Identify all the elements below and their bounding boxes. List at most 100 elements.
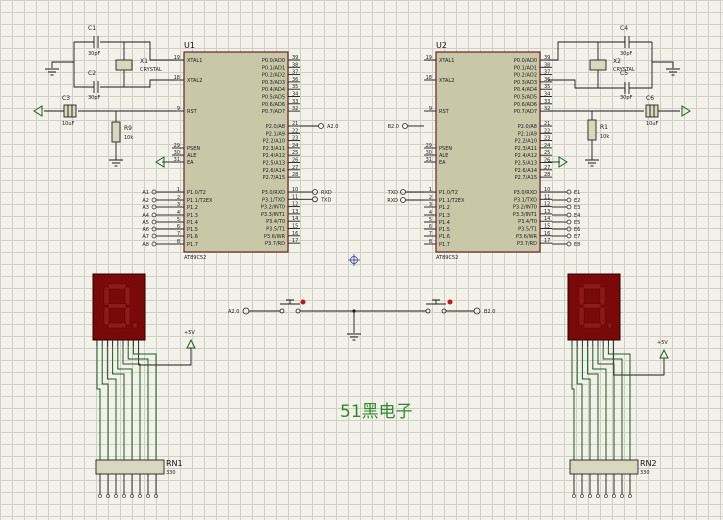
seven-segment-display-left[interactable] [92,273,196,498]
u1-pin-name: RST [187,109,198,115]
c1-ref: C1 [88,25,96,32]
u1-pin-number: 5 [177,217,180,223]
r1-val: 10k [600,134,609,140]
u2-pin-name: P2.7/A15 [515,175,537,181]
net-label: E1 [574,190,580,196]
resistor-network-body[interactable] [95,459,165,475]
u1-pin-name: XTAL1 [187,58,202,64]
segment [582,303,602,309]
c4-ref: C4 [620,25,628,32]
u2-part: AT89C52 [436,255,458,261]
net-label: A3 [142,205,149,211]
segment [124,286,131,306]
u2-pin-name: PSEN [439,146,452,152]
segment [578,286,585,306]
vcc-arrow-icon [33,105,43,117]
x1-crystal[interactable] [115,59,133,71]
c3-capacitor[interactable] [63,104,77,118]
u2-body [435,51,541,253]
terminal-icon [242,307,250,315]
terminal-icon [138,494,142,498]
u2-pin-number: 17 [544,238,550,244]
segment-wire [602,346,623,460]
u1-pin-number: 38 [292,62,298,68]
segment [578,306,585,326]
terminal-icon [151,219,157,225]
vcc-arrow-icon [659,348,669,359]
segment-dp [607,322,613,329]
u1-pin-name: P2.0/A8 [266,124,285,130]
u2-pin-number: 35 [544,84,550,90]
u1-pin-number: 17 [292,238,298,244]
c5-val: 30pF [620,95,633,101]
net-label: A7 [142,234,149,240]
u1-pin-number: 39 [292,55,298,61]
c1-capacitor[interactable] [74,36,99,48]
terminal-icon [620,494,624,498]
net-label: A4 [142,213,149,219]
c6-val: 10uF [646,121,659,127]
r9-ref: R9 [124,125,132,132]
u1-oscillator: X1 CRYSTAL C1 30pF C2 30pF C3 10uF R9 1 [33,25,176,168]
terminal-icon [566,189,572,195]
c5-capacitor[interactable] [624,42,653,94]
net-label: E2 [574,198,580,204]
u2-pin-name: P0.1/AD1 [514,65,537,71]
u1-pin-name: P2.5/A13 [263,161,285,167]
u2-pin-number: 24 [544,143,550,149]
btn-left-net-label: A2.0 [228,309,239,315]
x2-crystal[interactable] [589,59,607,71]
terminal-icon [98,494,102,498]
u2-pin-name: P2.5/A13 [515,161,537,167]
u1-pin-name: P2.4/A12 [263,153,285,159]
u2-pin-name: P0.3/AD3 [514,80,537,86]
net-label: E8 [574,242,580,248]
terminal-icon [566,226,572,232]
terminal-icon [596,494,600,498]
u1-pin-name: P1.5 [187,227,198,233]
u2-pin-name: P2.0/A8 [518,124,537,130]
u1-pin-number: 14 [292,216,298,222]
r9-resistor[interactable] [111,121,121,143]
vcc-arrow-icon [155,156,165,168]
segment-wire [571,346,575,460]
vcc-left-label: +5V [184,330,195,336]
u1-pin-number: 32 [292,106,298,112]
push-button-left[interactable] [279,299,306,314]
u2-pin-number: 32 [544,106,550,112]
segment-wire [106,346,117,460]
r1-resistor[interactable] [587,119,597,141]
resistor-network-body[interactable] [569,459,639,475]
segment-dp [132,322,138,329]
terminal-icon [566,204,572,210]
u2-pin-number: 37 [544,70,550,76]
u2-pin-name: P0.7/AD7 [514,109,537,115]
u1-pin-name: P3.0/RXD [262,190,286,196]
u1-pin-number: 6 [177,224,180,230]
u1-pin-number: 9 [177,106,180,112]
r1-ref: R1 [600,124,608,131]
button-led-icon [447,299,453,305]
c6-capacitor[interactable] [645,104,659,118]
net-label: E5 [574,220,580,226]
segment-wire [587,346,599,460]
c2-capacitor[interactable] [73,42,99,93]
u2-pin-number: 22 [544,128,550,134]
terminal-icon [154,494,158,498]
segment-wire [127,346,149,460]
terminal-icon [566,212,572,218]
net-label: E4 [574,213,580,219]
u2-pin-name: P3.5/T1 [518,227,537,233]
vcc-wire [138,346,192,366]
c4-capacitor[interactable] [624,36,652,48]
terminal-icon [566,241,572,247]
u2-pin-name: ALE [439,153,448,159]
u2-pin-name: P2.1/A9 [518,131,537,137]
u1-pin-number: 24 [292,143,298,149]
u1-pin-name: P0.1/AD1 [262,65,285,71]
seven-segment-display-right[interactable] [567,273,669,498]
